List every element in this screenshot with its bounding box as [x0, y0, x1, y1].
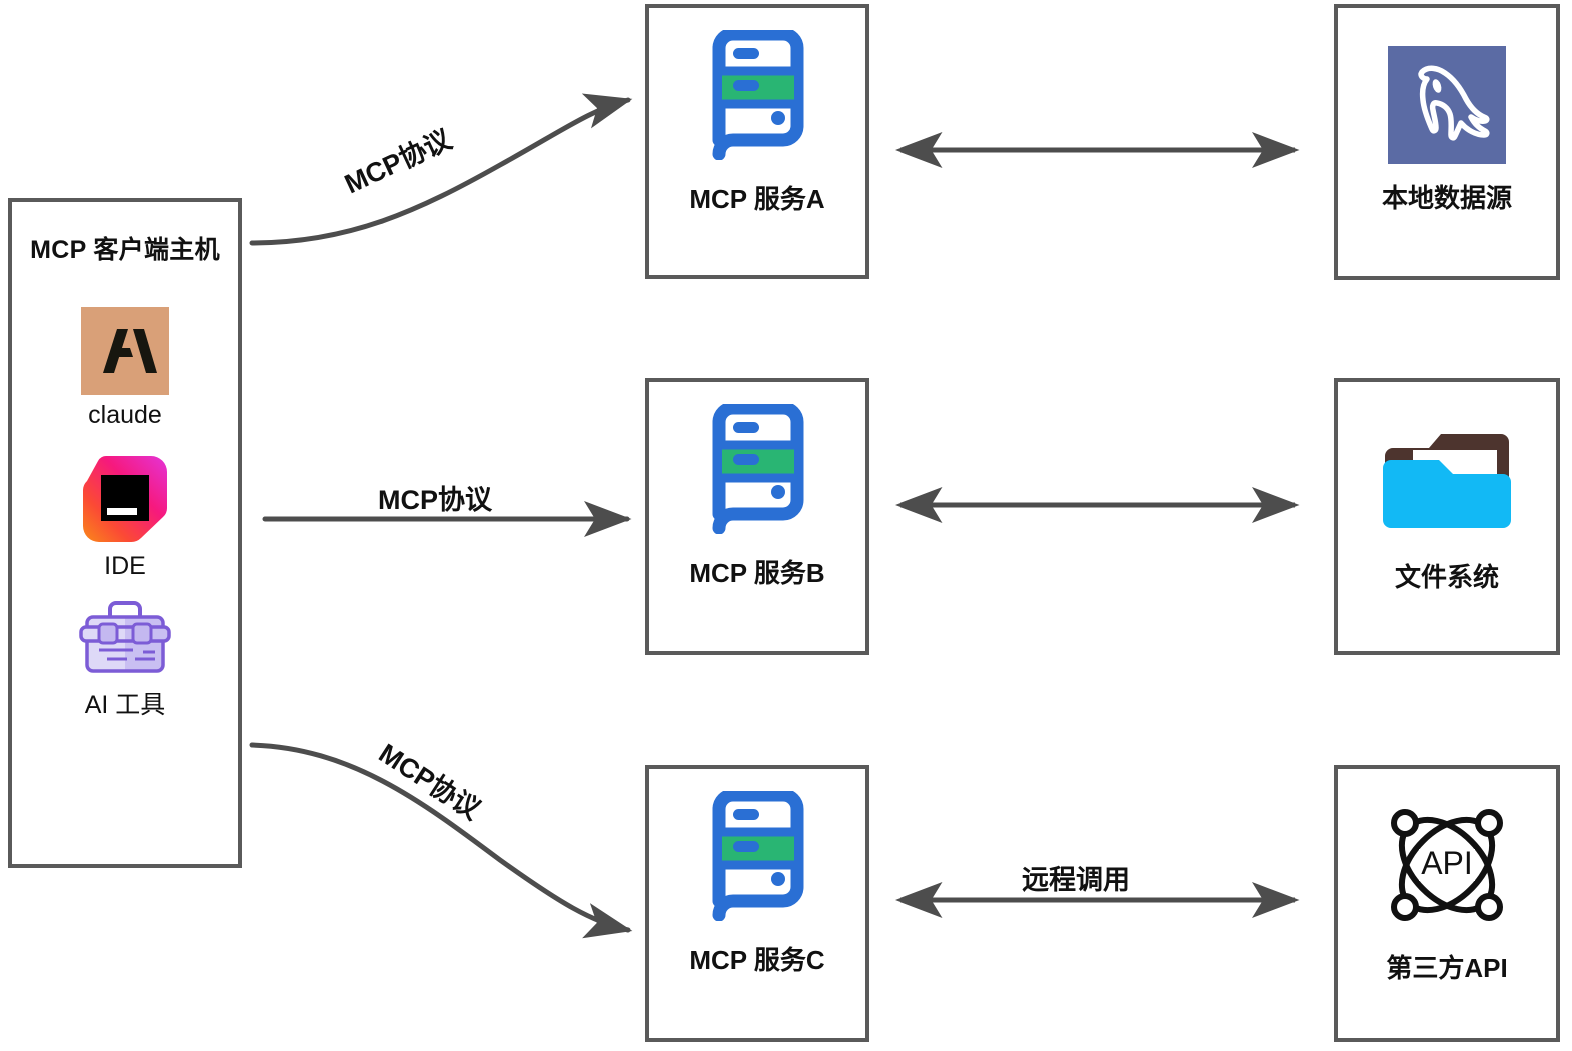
- filesystem-label: 文件系统: [1394, 562, 1499, 592]
- edge-label-remote-call: 远程调用: [1022, 865, 1130, 895]
- server-rack-icon: [697, 27, 817, 165]
- server-rack-icon: [697, 401, 817, 539]
- api-orbit-glyph-icon: API: [1391, 809, 1503, 921]
- ide-glyph-icon: [83, 455, 168, 543]
- client-item-ide[interactable]: IDE: [12, 450, 238, 581]
- mcp-server-c-label: MCP 服务C: [689, 945, 825, 975]
- api-label-text: API: [1421, 845, 1473, 881]
- server-rack-glyph-icon: [712, 27, 804, 161]
- claude-logo-icon: [81, 307, 169, 395]
- claude-glyph-icon: [103, 329, 157, 373]
- mcp-server-b-label: MCP 服务B: [689, 558, 825, 588]
- mcp-server-a-box[interactable]: MCP 服务A: [645, 4, 869, 279]
- local-datasource-box[interactable]: 本地数据源: [1334, 4, 1560, 280]
- client-item-label: claude: [88, 401, 162, 429]
- folder-glyph-icon: [1383, 434, 1511, 528]
- mcp-server-b-box[interactable]: MCP 服务B: [645, 378, 869, 655]
- edge-label-mcp-protocol-b: MCP协议: [378, 485, 492, 515]
- client-item-ai-tools[interactable]: AI 工具: [12, 597, 238, 721]
- client-item-label: AI 工具: [84, 691, 166, 719]
- dolphin-glyph-icon: [1418, 65, 1490, 141]
- local-datasource-label: 本地数据源: [1381, 183, 1512, 213]
- client-host-box[interactable]: MCP 客户端主机 claude: [8, 198, 242, 868]
- mcp-server-a-label: MCP 服务A: [689, 184, 825, 214]
- folder-open-icon: [1377, 420, 1517, 543]
- mcp-server-c-box[interactable]: MCP 服务C: [645, 765, 869, 1042]
- client-item-label: IDE: [104, 552, 146, 580]
- server-rack-glyph-icon: [712, 401, 804, 535]
- edge-label-mcp-protocol-c: MCP协议: [373, 737, 486, 826]
- client-item-claude[interactable]: claude: [12, 307, 238, 430]
- mysql-dolphin-icon: [1388, 46, 1506, 164]
- toolbox-icon: [77, 597, 173, 679]
- filesystem-box[interactable]: 文件系统: [1334, 378, 1560, 655]
- client-host-title: MCP 客户端主机: [30, 236, 220, 264]
- server-rack-icon: [697, 788, 817, 926]
- jetbrains-ide-icon: [77, 450, 173, 546]
- third-party-api-label: 第三方API: [1386, 953, 1508, 983]
- toolbox-glyph-icon: [79, 601, 171, 673]
- server-rack-glyph-icon: [712, 788, 804, 922]
- api-orbit-icon: API: [1383, 801, 1511, 934]
- edge-label-mcp-protocol-a: MCP协议: [340, 124, 457, 200]
- third-party-api-box[interactable]: API 第三方API: [1334, 765, 1560, 1042]
